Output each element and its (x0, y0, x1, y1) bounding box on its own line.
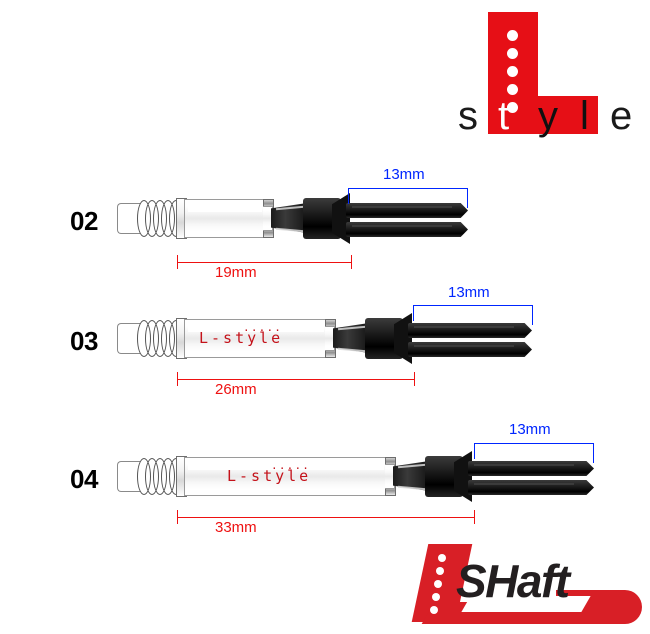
shaft-print-label: L-style (199, 329, 284, 347)
lstyle-letter-y: y (538, 94, 558, 138)
lstyle-logo-dot (507, 84, 518, 95)
shaft-tip-cap (117, 203, 140, 234)
lshaft-logo-dot (432, 593, 440, 601)
flight-flare (394, 313, 412, 364)
row-label-02: 02 (70, 206, 98, 236)
lstyle-logo-dot (507, 102, 518, 113)
flight-wing-upper (408, 323, 532, 338)
lstyle-logo-dot (507, 66, 518, 77)
lstyle-letter-s: s (458, 94, 478, 138)
flight-wing-upper (468, 461, 594, 476)
dimension-label-13mm: 13mm (448, 284, 490, 301)
flight-wing-lower (346, 222, 468, 237)
lshaft-logo-wordmark: SHaft (456, 555, 570, 607)
shaft-tip-cap (117, 461, 140, 492)
shaft-barrel-04 (184, 457, 388, 496)
lstyle-logo-dot (507, 30, 518, 41)
lshaft-logo-dot (436, 567, 444, 575)
row-label-04: 04 (70, 464, 98, 494)
lstyle-brand-logo: s t y l e (452, 8, 648, 140)
shaft-barrel-02 (184, 199, 266, 238)
lshaft-logo-dot (438, 554, 446, 562)
shaft-tip-cap (117, 323, 140, 354)
lstyle-letter-l: l (580, 94, 589, 138)
lstyle-logo-dot (507, 48, 518, 59)
lstyle-letter-e: e (610, 94, 633, 138)
shaft-print-dots: ..... (243, 321, 283, 334)
dimension-label-13mm: 13mm (509, 421, 551, 438)
flight-wing-upper (346, 203, 468, 218)
flight-flare (454, 451, 472, 502)
lstyle-logo-foot (488, 96, 598, 134)
flight-wing-lower (468, 480, 594, 495)
row-label-03: 03 (70, 326, 98, 356)
lshaft-logo-dot (434, 580, 442, 588)
shaft-print-label: L-style (227, 467, 312, 485)
flight-wing-lower (408, 342, 532, 357)
shaft-print-text-03: ..... L-style (199, 321, 284, 347)
lshaft-brand-logo: SHaft (408, 540, 646, 630)
dimension-label-13mm: 13mm (383, 166, 425, 183)
lstyle-letter-t: t (498, 94, 510, 138)
dimension-label-33mm: 33mm (215, 519, 257, 536)
lshaft-logo-dot (430, 606, 438, 614)
dimension-label-26mm: 26mm (215, 381, 257, 398)
flight-flare (332, 193, 350, 244)
shaft-print-dots: ..... (271, 459, 311, 472)
dimension-label-19mm: 19mm (215, 264, 257, 281)
shaft-barrel-03 (184, 319, 328, 358)
shaft-print-text-04: ..... L-style (227, 459, 312, 485)
